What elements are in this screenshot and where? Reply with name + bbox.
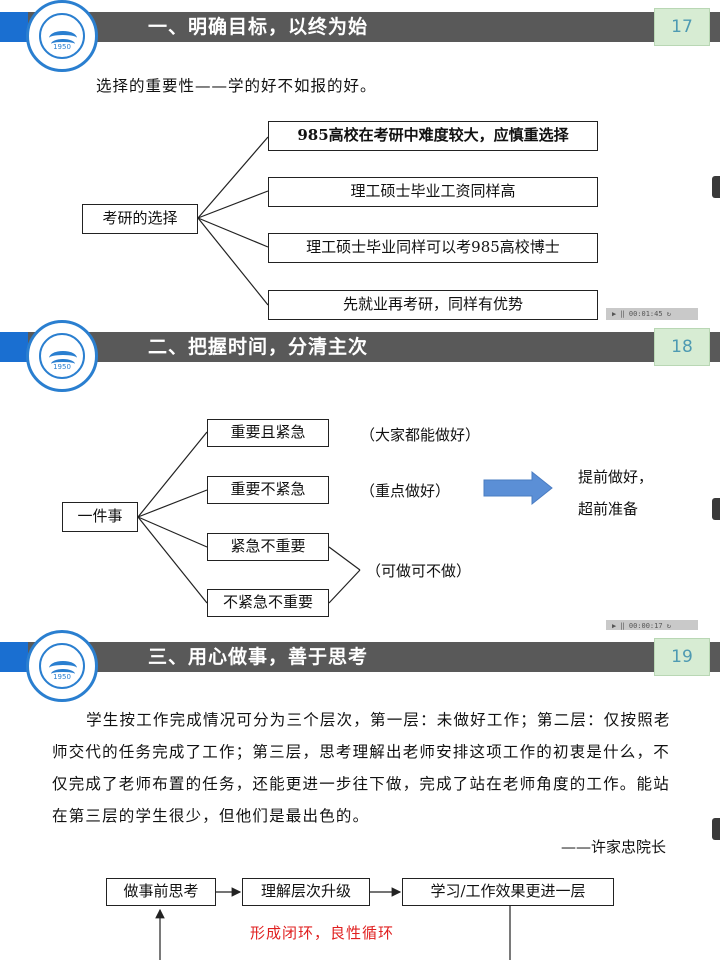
logo-year: 1950: [53, 43, 71, 51]
connector-line: [137, 516, 208, 548]
flow-node: 做事前思考: [106, 878, 216, 906]
connector-line: [197, 190, 269, 219]
slide-19: 1950 三、用心做事，善于思考 19 学生按工作完成情况可分为三个层次，第一层…: [0, 630, 720, 960]
player-controls[interactable]: ▶ ‖ 00:00:17 ↻ 0:11:01: [606, 620, 698, 630]
page-number: 17: [654, 8, 710, 46]
logo-year: 1950: [53, 673, 71, 681]
university-logo-icon: 1950: [26, 320, 98, 392]
connector-line: [137, 516, 208, 604]
slide-title: 一、明确目标，以终为始: [148, 16, 369, 38]
branch-node: 紧急不重要: [207, 533, 329, 561]
branch-node: 理工硕士毕业同样可以考985高校博士: [268, 233, 598, 263]
side-scroll-handle[interactable]: [712, 818, 720, 840]
root-node: 一件事: [62, 502, 138, 532]
slide-17: 1950 一、明确目标，以终为始 17 选择的重要性——学的好不如报的好。 考研…: [0, 0, 720, 320]
flow-node: 学习/工作效果更进一层: [402, 878, 614, 906]
header-accent: [0, 642, 28, 672]
connector-line: [137, 431, 208, 518]
paragraph-text: 学生按工作完成情况可分为三个层次，第一层：未做好工作；第二层：仅按照老师交代的任…: [52, 711, 671, 825]
result-text: 提前做好，: [578, 468, 654, 486]
header-bar: [0, 332, 720, 362]
branch-node: 不紧急不重要: [207, 589, 329, 617]
bracket-line: [328, 546, 361, 571]
side-scroll-handle[interactable]: [712, 498, 720, 520]
slide-title: 二、把握时间，分清主次: [148, 336, 369, 358]
header-bar: [0, 642, 720, 672]
university-logo-icon: 1950: [26, 0, 98, 72]
note-text: （可做可不做）: [366, 562, 472, 580]
side-scroll-handle[interactable]: [712, 176, 720, 198]
branch-node: 理工硕士毕业工资同样高: [268, 177, 598, 207]
intro-text: 选择的重要性——学的好不如报的好。: [96, 77, 377, 95]
root-node: 考研的选择: [82, 204, 198, 234]
right-arrow-icon: [483, 470, 553, 506]
connector-line: [137, 489, 208, 518]
connector-line: [197, 217, 269, 248]
university-logo-icon: 1950: [26, 630, 98, 702]
connector-line: [197, 217, 269, 306]
connector-line: [197, 136, 269, 219]
tree-connectors: [137, 431, 553, 604]
branch-node: 985高校在考研中难度较大，应慎重选择: [268, 121, 598, 151]
flow-node: 理解层次升级: [242, 878, 370, 906]
header-accent: [0, 332, 28, 362]
loop-note: 形成闭环，良性循环: [250, 924, 395, 942]
header-bar: [0, 12, 720, 42]
logo-year: 1950: [53, 363, 71, 371]
page-number: 19: [654, 638, 710, 676]
branch-node: 重要且紧急: [207, 419, 329, 447]
note-text: （大家都能做好）: [360, 426, 481, 444]
attribution: ——许家忠院长: [560, 838, 666, 856]
page-number: 18: [654, 328, 710, 366]
branch-node: 重要不紧急: [207, 476, 329, 504]
bracket-line: [328, 569, 361, 604]
branch-node: 先就业再考研，同样有优势: [268, 290, 598, 320]
note-text: （重点做好）: [360, 482, 451, 500]
tree-connectors: [197, 136, 269, 306]
slide-title: 三、用心做事，善于思考: [148, 646, 369, 668]
slide-18: 1950 二、把握时间，分清主次 18 一件事 重要且紧急 重要不紧急 紧急不重…: [0, 320, 720, 630]
header-accent: [0, 12, 28, 42]
flow-connectors: [155, 887, 511, 960]
result-text: 超前准备: [578, 500, 639, 518]
body-paragraph: 学生按工作完成情况可分为三个层次，第一层：未做好工作；第二层：仅按照老师交代的任…: [52, 704, 672, 832]
player-controls[interactable]: ▶ ‖ 00:01:45 ↻ 0:11:30: [606, 308, 698, 320]
